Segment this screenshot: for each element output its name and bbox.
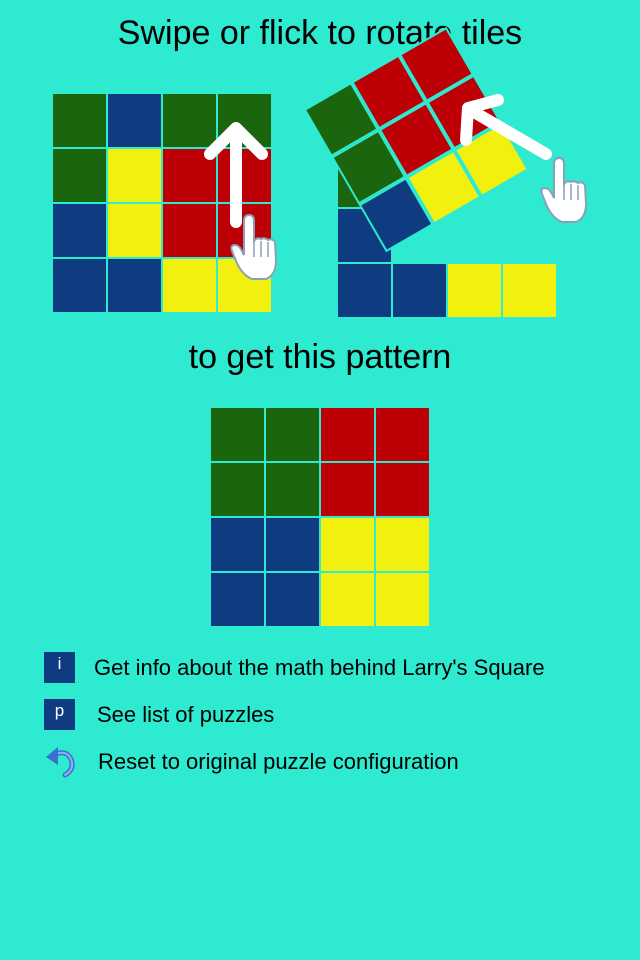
tile-blue <box>211 518 264 571</box>
tile-green <box>266 408 319 461</box>
tile <box>393 264 446 317</box>
puzzles-button[interactable]: p <box>44 699 75 730</box>
tile-yellow <box>321 518 374 571</box>
tile-green <box>53 149 106 202</box>
tile-blue <box>211 573 264 626</box>
tile-blue <box>266 573 319 626</box>
tile-red <box>321 463 374 516</box>
tile-yellow <box>376 518 429 571</box>
tile-blue <box>108 259 161 312</box>
tile-blue <box>53 204 106 257</box>
tile-blue <box>108 94 161 147</box>
tile-blue <box>266 518 319 571</box>
info-button[interactable]: i <box>44 652 75 683</box>
undo-icon[interactable] <box>44 745 76 779</box>
tile-yellow <box>376 573 429 626</box>
help-row-puzzles: p See list of puzzles <box>44 699 274 730</box>
tile-green <box>211 463 264 516</box>
tile-green <box>53 94 106 147</box>
tile-red <box>376 463 429 516</box>
tile <box>503 264 556 317</box>
tile-blue <box>53 259 106 312</box>
help-row-reset: Reset to original puzzle configuration <box>44 745 459 779</box>
info-description: Get info about the math behind Larry's S… <box>94 654 545 680</box>
puzzles-description: See list of puzzles <box>97 701 275 727</box>
reset-description: Reset to original puzzle configuration <box>98 749 459 774</box>
tile <box>338 99 391 152</box>
tile <box>448 264 501 317</box>
tile-yellow <box>321 573 374 626</box>
tile <box>338 264 391 317</box>
help-row-info: i Get info about the math behind Larry's… <box>44 652 545 683</box>
tile <box>338 154 391 207</box>
tile-yellow <box>108 204 161 257</box>
target-pattern-grid <box>211 408 429 626</box>
tile-red <box>321 408 374 461</box>
tile-green <box>266 463 319 516</box>
tile-yellow <box>108 149 161 202</box>
tile-red <box>163 204 216 257</box>
tile-yellow <box>163 259 216 312</box>
tile-green <box>211 408 264 461</box>
tile <box>338 209 391 262</box>
tile-red <box>376 408 429 461</box>
pattern-caption: to get this pattern <box>188 338 452 376</box>
